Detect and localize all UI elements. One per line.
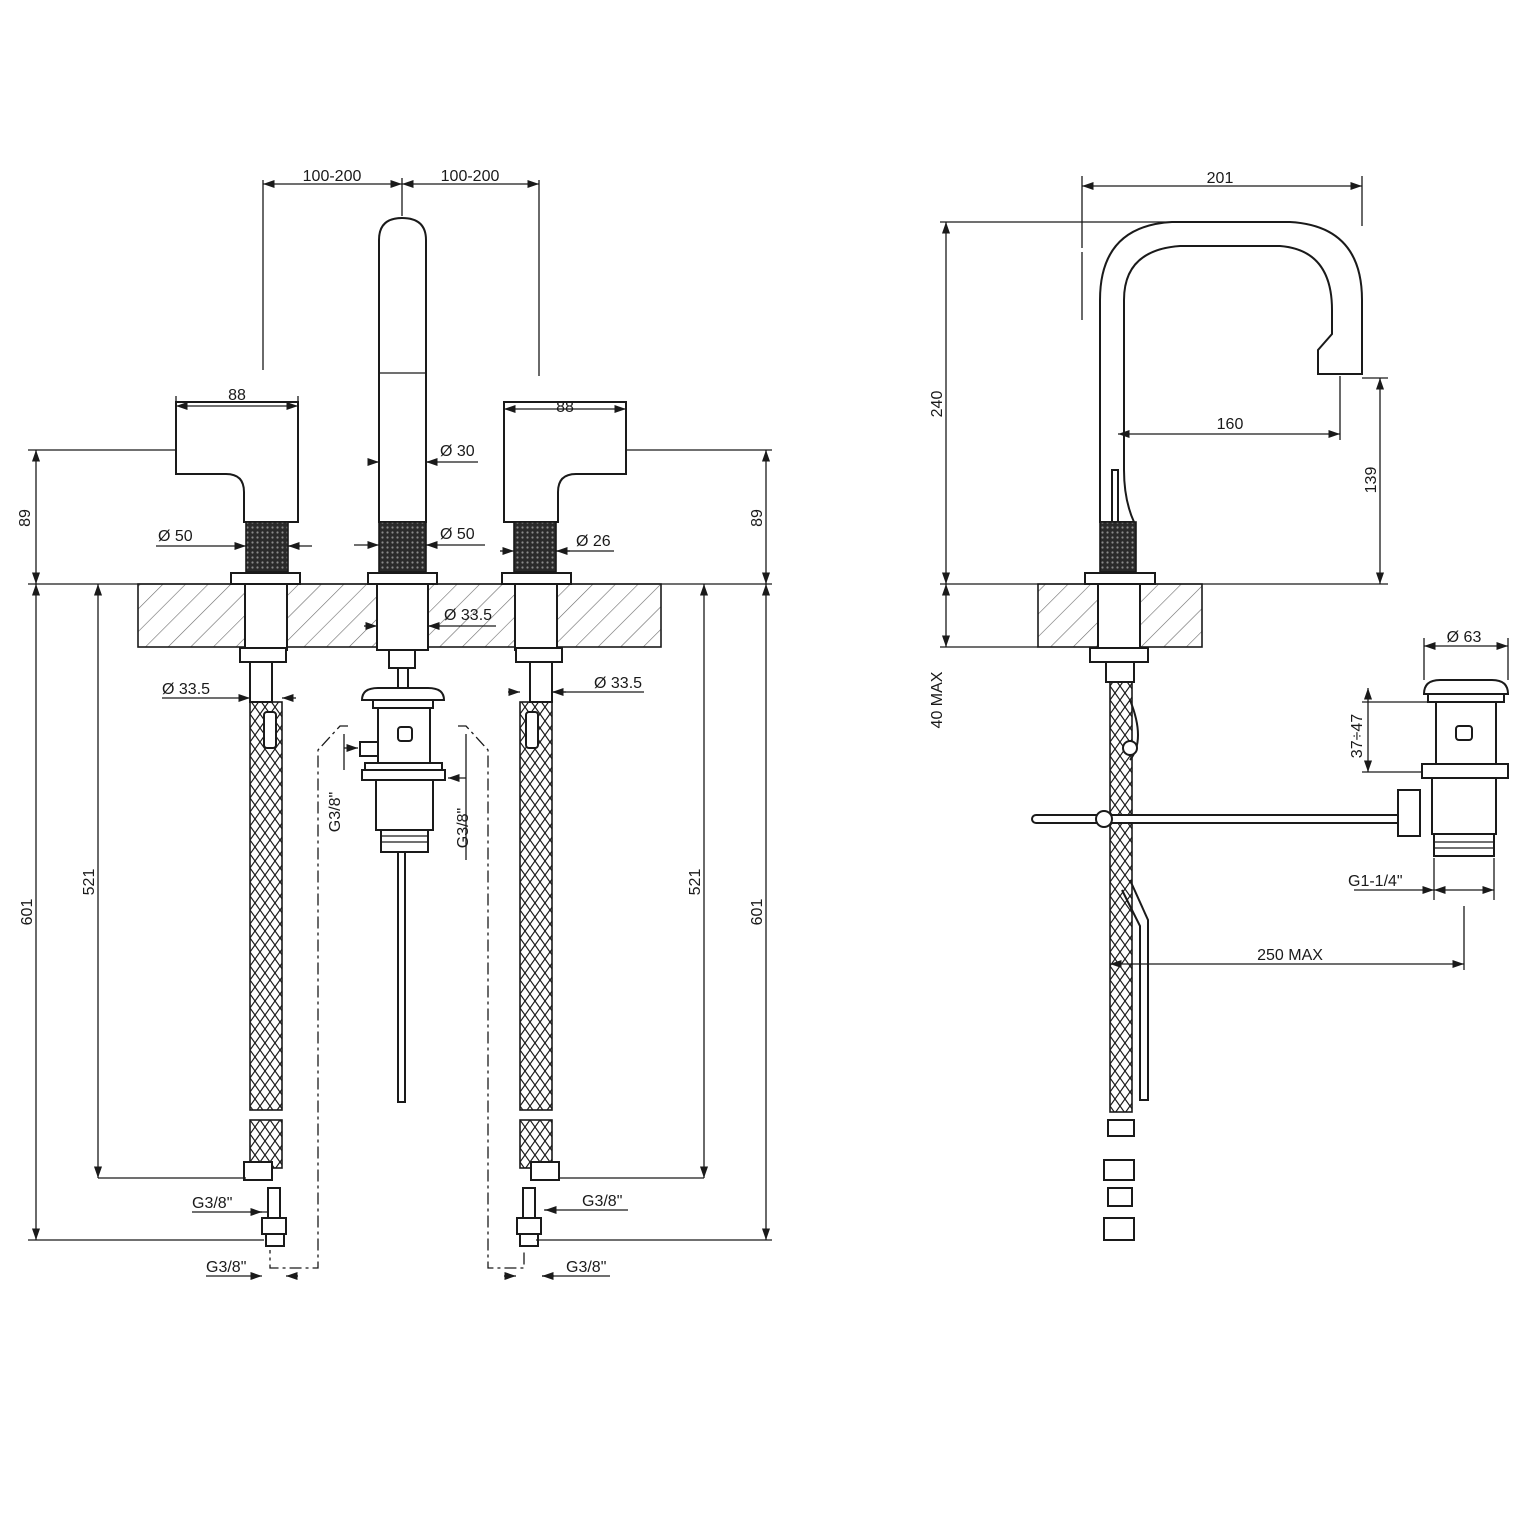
dim-hose-thread-left-lower: G3/8" [206,1259,246,1276]
spout [367,216,438,691]
dim-height-right: 89 [749,509,766,527]
dim-reach-spout: 160 [1217,416,1244,433]
dim-spout-height: 240 [929,391,946,418]
dim-waste-thread-left: G3/8" [327,792,344,832]
dim-diameters-top: Ø 30 Ø 50 Ø 50 Ø 26 [156,443,614,556]
dim-outlet-height: 139 [1363,467,1380,494]
dim-waste-height: 37÷47 [1349,714,1366,758]
side-spout [1081,221,1363,683]
front-view: 100-200 100-200 88 88 Ø 30 Ø 50 Ø 50 [17,168,772,1281]
dim-total-length-right: 601 [749,899,766,926]
dim-hose-threads: G3/8" G3/8" G3/8" G3/8" [192,1193,628,1281]
left-hose [243,701,287,1247]
dim-reach-total: 201 [1207,170,1234,187]
dim-spacing-left: 100-200 [303,168,362,185]
dim-waste-diameter: Ø 63 [1447,629,1482,646]
dim-center-hole-diameter: Ø 33.5 [444,607,492,624]
side-hoses [1031,681,1408,1241]
dim-rod-length: 250 MAX [1257,947,1323,964]
dim-handle-right-width: 88 [556,399,574,416]
waste-assembly [269,687,525,1269]
right-handle [501,401,627,703]
side-waste [1397,679,1510,857]
dim-handle-widths: 88 88 [175,387,626,416]
dim-spout-diameter: Ø 30 [440,443,475,460]
dim-height-left: 89 [17,509,34,527]
dim-hose-thread-right-upper: G3/8" [582,1193,622,1210]
dim-waste-thread: G1-1/4" [1348,873,1403,890]
dim-deck-thickness: 40 MAX [929,671,946,728]
dim-heights-89: 89 89 [17,449,772,584]
right-hose [516,701,560,1247]
side-deck [940,583,1388,648]
dim-waste-threads: G3/8" G3/8" [327,734,472,860]
dim-hose-length-left: 521 [81,869,98,896]
dim-center-base-diameter: Ø 50 [440,526,475,543]
dim-hole-diameters: Ø 33.5 Ø 33.5 Ø 33.5 [162,607,644,703]
dim-left-hole-diameter: Ø 33.5 [162,681,210,698]
dim-handle-left-width: 88 [228,387,246,404]
left-handle [175,401,301,703]
dim-spacing: 100-200 100-200 [262,168,540,376]
dim-total-length-left: 601 [19,899,36,926]
dim-spacing-right: 100-200 [441,168,500,185]
dim-right-hole-diameter: Ø 33.5 [594,675,642,692]
side-dims: 201 240 160 139 40 MAX Ø 63 37÷47 [929,170,1509,970]
dim-left-base-diameter: Ø 50 [158,528,193,545]
dim-hose-lengths: 521 601 521 601 [19,584,772,1241]
dim-waste-thread-right: G3/8" [455,808,472,848]
side-view: 201 240 160 139 40 MAX Ø 63 37÷47 [929,170,1510,1241]
dim-right-base-diameter: Ø 26 [576,533,611,550]
dim-hose-thread-right-lower: G3/8" [566,1259,606,1276]
dim-hose-length-right: 521 [687,869,704,896]
dim-hose-thread-left-upper: G3/8" [192,1195,232,1212]
